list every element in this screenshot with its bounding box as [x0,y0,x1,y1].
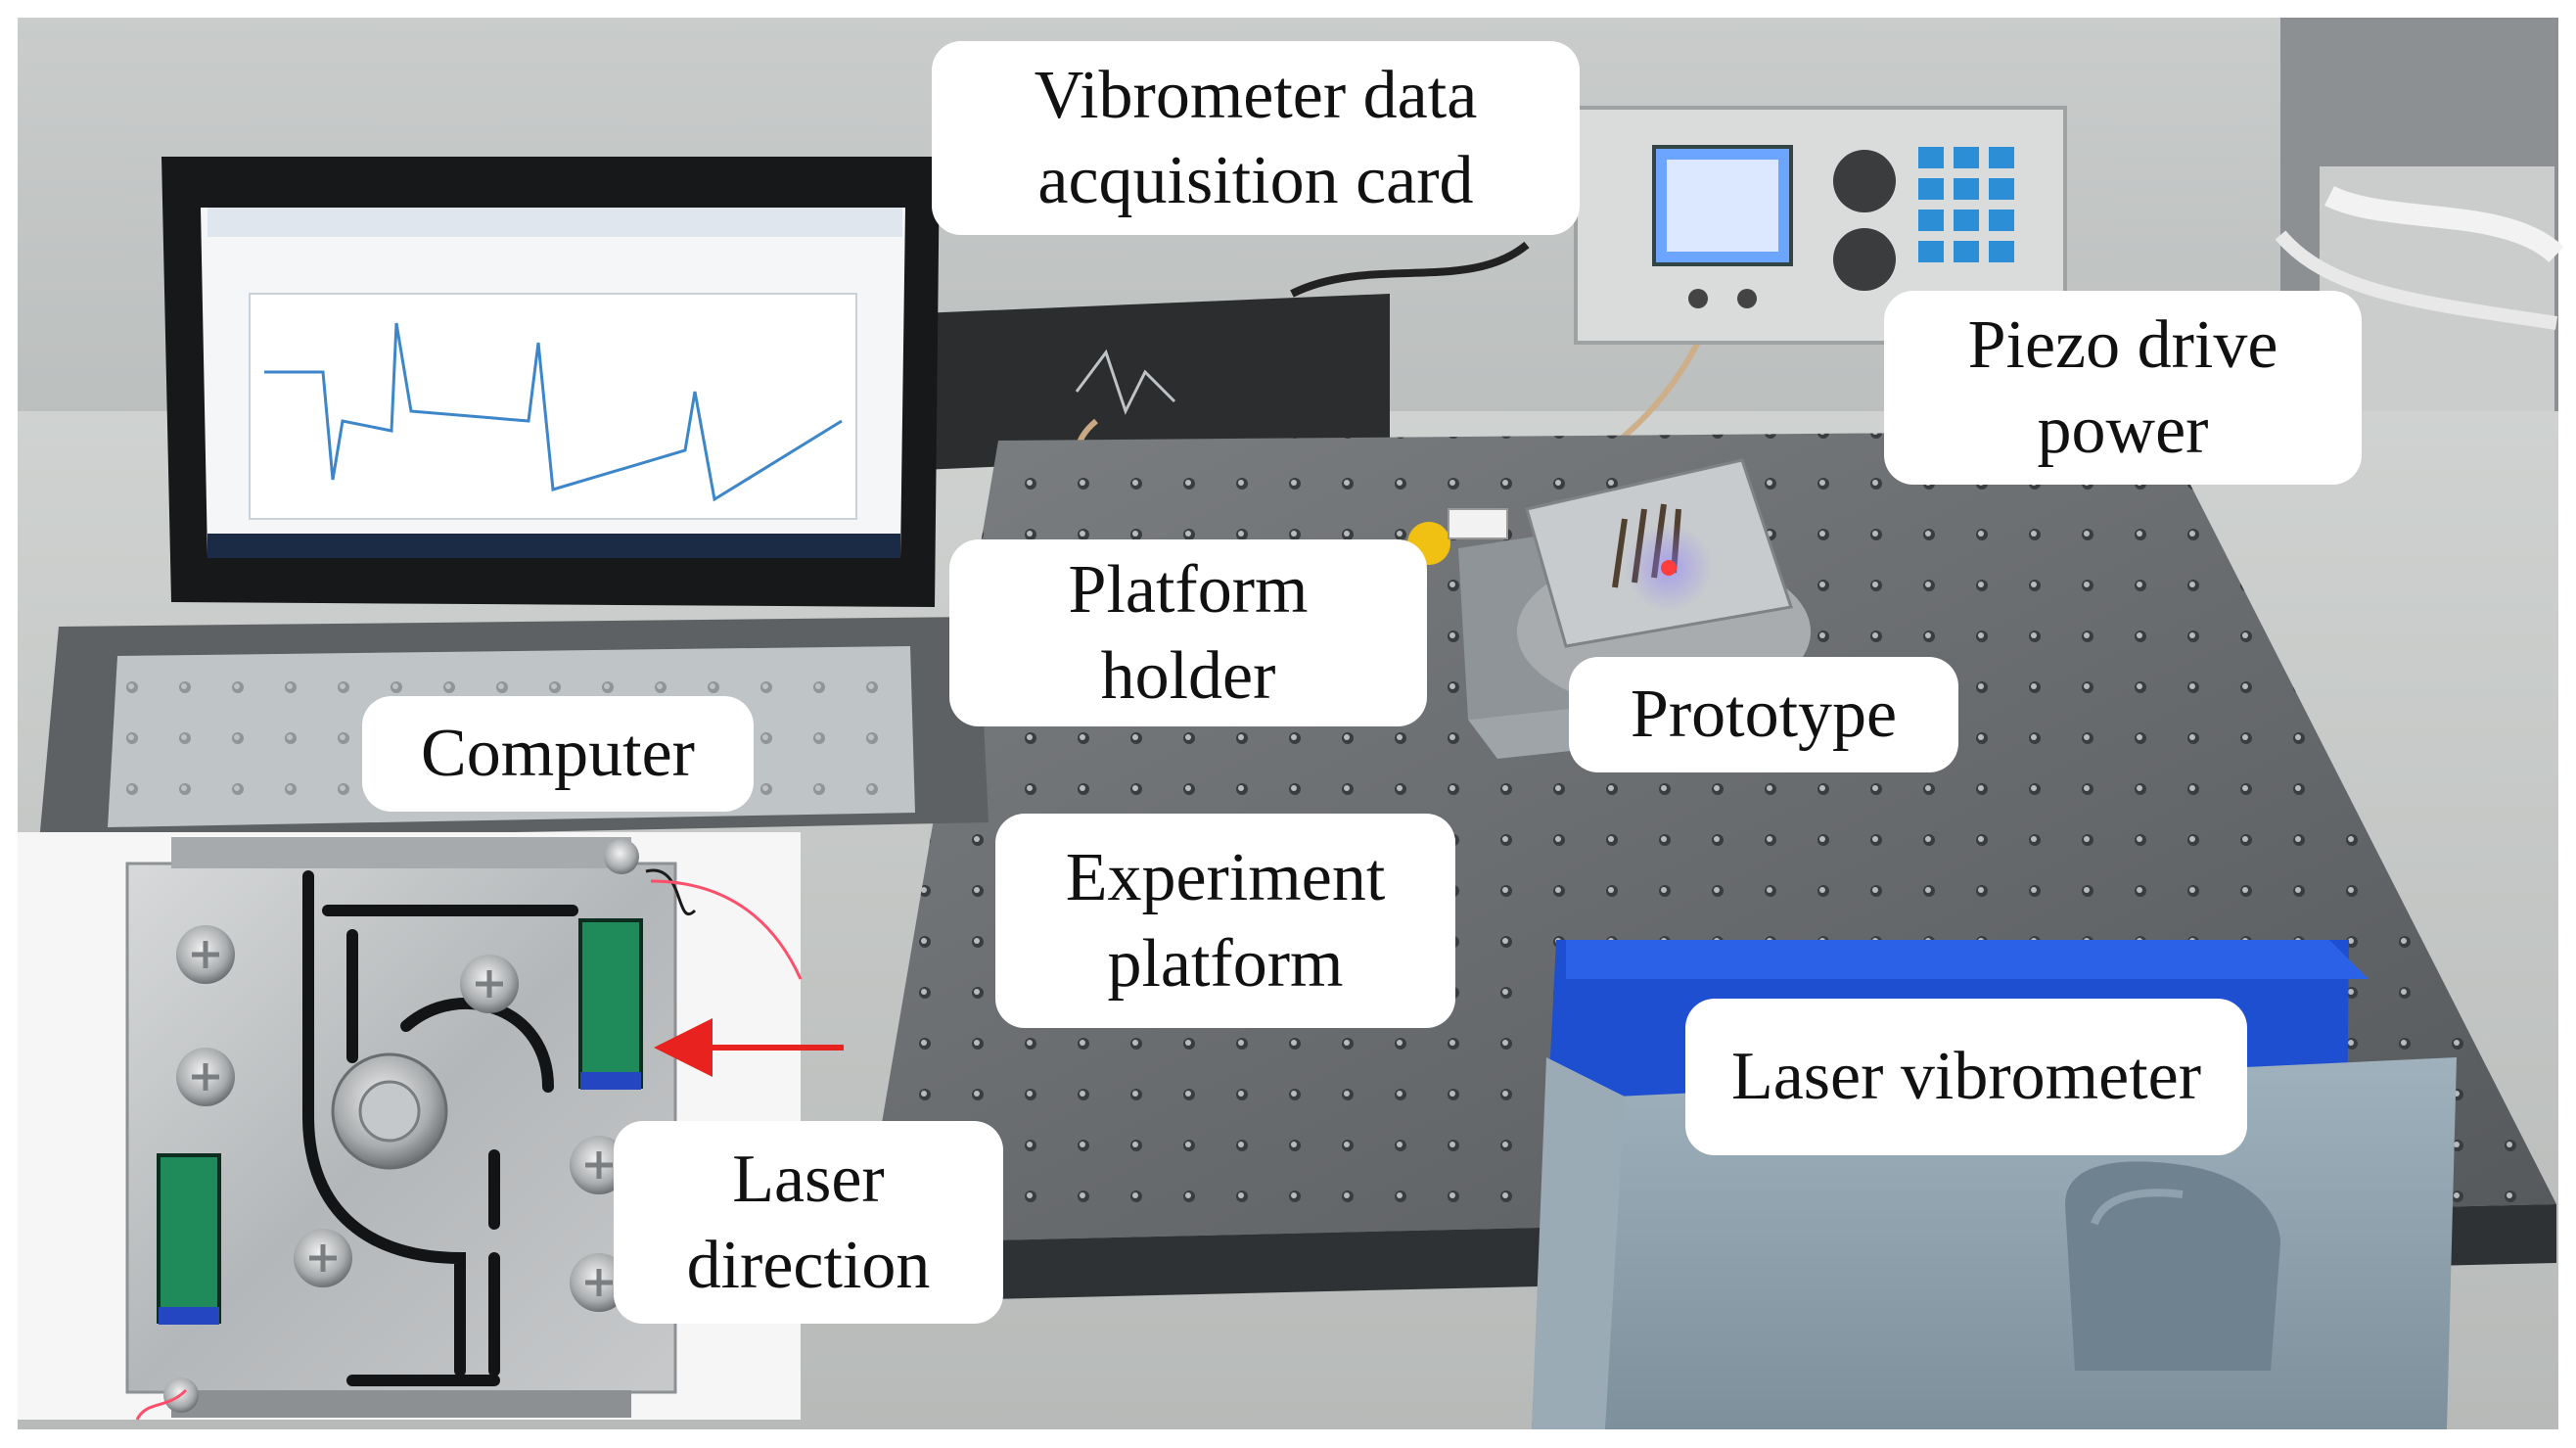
label-experiment-platform: Experiment platform [995,814,1455,1028]
label-computer: Computer [362,696,754,812]
label-platform-holder: Platform holder [949,539,1427,726]
label-vibrometer-data-acquisition-card: Vibrometer data acquisition card [932,41,1580,235]
label-laser-vibrometer: Laser vibrometer [1685,999,2247,1155]
label-prototype: Prototype [1569,657,1958,772]
label-laser-direction: Laser direction [614,1121,1003,1324]
label-piezo-drive-power: Piezo drive power [1884,291,2362,485]
